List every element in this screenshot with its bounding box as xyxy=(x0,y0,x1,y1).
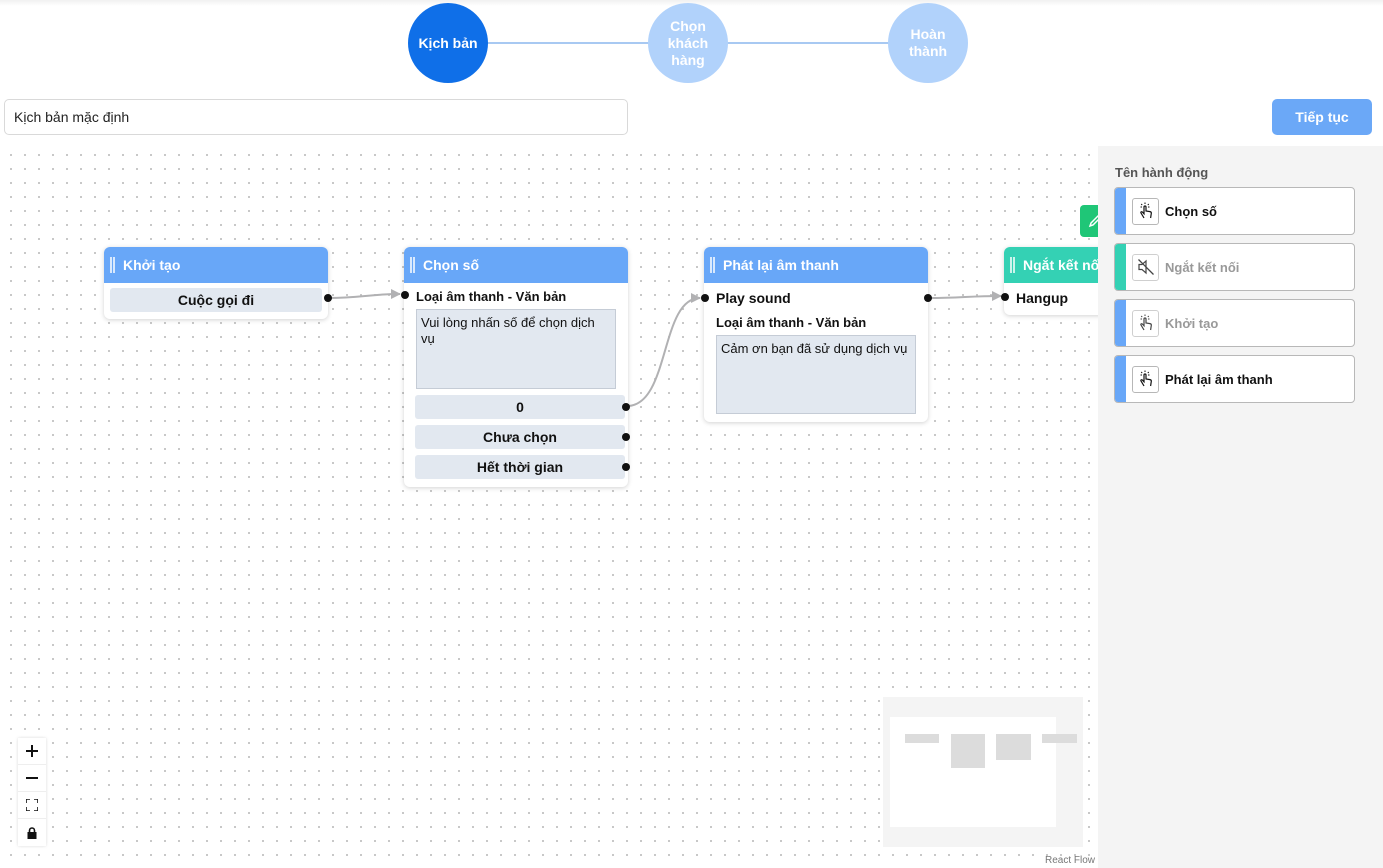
action-color-bar xyxy=(1115,188,1126,234)
minimap-node xyxy=(905,734,939,743)
step-label: Chọn khách hàng xyxy=(667,17,709,68)
source-handle[interactable] xyxy=(622,433,630,441)
plus-icon xyxy=(26,745,38,757)
continue-button[interactable]: Tiếp tục xyxy=(1272,99,1372,135)
script-name-input[interactable] xyxy=(4,99,628,135)
node-header[interactable]: Khởi tạo xyxy=(104,247,328,283)
mute-icon xyxy=(1132,253,1159,281)
action-choose-number[interactable]: Chọn số xyxy=(1114,187,1355,235)
step-choose-customer[interactable]: Chọn khách hàng xyxy=(648,3,728,83)
minimap-node xyxy=(1042,734,1077,743)
node-playback[interactable]: Phát lại âm thanh Play sound Loại âm tha… xyxy=(701,247,932,422)
target-handle[interactable] xyxy=(1001,293,1009,301)
audio-type-label: Loại âm thanh - Văn bản xyxy=(716,315,867,330)
lock-button[interactable] xyxy=(18,819,46,846)
drag-handle-icon[interactable] xyxy=(410,257,415,273)
node-header[interactable]: Phát lại âm thanh xyxy=(704,247,928,283)
actions-panel: Tên hành động Chọn số Ngắt kết nối Khởi … xyxy=(1098,146,1383,868)
playback-text-box[interactable]: Cảm ơn bạn đã sử dụng dịch vụ xyxy=(716,335,916,414)
node-output-item: Cuộc gọi đi xyxy=(110,288,322,312)
action-label: Chọn số xyxy=(1165,203,1217,219)
edge-option0-to-playback xyxy=(626,293,701,407)
node-choose-number[interactable]: Chọn số Loại âm thanh - Văn bản Vui lòng… xyxy=(401,247,630,487)
step-connector xyxy=(726,42,890,44)
node-header[interactable]: Ngắt kết nối xyxy=(1004,247,1098,283)
action-label: Phát lại âm thanh xyxy=(1165,371,1273,387)
step-label: Hoàn thành xyxy=(908,26,948,59)
step-connector xyxy=(486,42,650,44)
action-label: Ngắt kết nối xyxy=(1165,259,1240,275)
play-sound-label: Play sound xyxy=(716,290,791,306)
minimap-node xyxy=(996,734,1031,760)
step-label: Kịch bản xyxy=(418,34,478,51)
node-hangup[interactable]: Ngắt kết nối Hangup xyxy=(1001,247,1098,315)
fit-view-icon xyxy=(26,799,38,811)
step-script[interactable]: Kịch bản xyxy=(408,3,488,83)
action-start[interactable]: Khởi tạo xyxy=(1114,299,1355,347)
node-header[interactable]: Chọn số xyxy=(404,247,628,283)
minimap-node xyxy=(951,734,985,768)
lock-icon xyxy=(27,826,37,839)
hand-pointer-icon xyxy=(1132,365,1159,393)
source-handle[interactable] xyxy=(622,463,630,471)
drag-handle-icon[interactable] xyxy=(1010,257,1015,273)
node-title: Phát lại âm thanh xyxy=(723,257,839,273)
minus-icon xyxy=(26,777,38,779)
node-start[interactable]: Khởi tạo Cuộc gọi đi xyxy=(104,247,332,319)
action-label: Khởi tạo xyxy=(1165,315,1219,331)
drag-handle-icon[interactable] xyxy=(710,257,715,273)
source-handle[interactable] xyxy=(324,294,332,302)
node-title: Ngắt kết nối xyxy=(1023,257,1098,273)
edge-start-to-choose xyxy=(327,289,401,300)
hand-pointer-icon xyxy=(1132,309,1159,337)
edges-layer xyxy=(327,289,1002,407)
source-handle[interactable] xyxy=(622,403,630,411)
node-title: Khởi tạo xyxy=(123,257,181,273)
action-hangup[interactable]: Ngắt kết nối xyxy=(1114,243,1355,291)
option-timeout: Hết thời gian xyxy=(415,455,625,479)
action-playback[interactable]: Phát lại âm thanh xyxy=(1114,355,1355,403)
fit-view-button[interactable] xyxy=(18,792,46,819)
option-not-chosen: Chưa chọn xyxy=(415,425,625,449)
react-flow-attribution[interactable]: React Flow xyxy=(1044,855,1095,866)
action-color-bar xyxy=(1115,244,1126,290)
source-handle[interactable] xyxy=(924,294,932,302)
option-0: 0 xyxy=(415,395,625,419)
hangup-label: Hangup xyxy=(1016,290,1069,306)
minimap[interactable] xyxy=(883,697,1083,847)
zoom-out-button[interactable] xyxy=(18,765,46,792)
target-handle[interactable] xyxy=(401,291,409,299)
zoom-in-button[interactable] xyxy=(18,738,46,765)
edge-playback-to-hangup xyxy=(928,291,1002,302)
flow-controls xyxy=(18,738,46,846)
node-title: Chọn số xyxy=(423,257,479,273)
flow-canvas[interactable]: Khởi tạo Cuộc gọi đi Chọn số Loại âm tha… xyxy=(0,146,1098,868)
step-complete[interactable]: Hoàn thành xyxy=(888,3,968,83)
action-color-bar xyxy=(1115,356,1126,402)
pencil-icon xyxy=(1088,214,1098,228)
prompt-text-box[interactable]: Vui lòng nhấn số để chọn dịch vụ xyxy=(416,309,616,389)
audio-type-label: Loại âm thanh - Văn bản xyxy=(416,289,567,304)
action-color-bar xyxy=(1115,300,1126,346)
hand-pointer-icon xyxy=(1132,197,1159,225)
edit-node-button[interactable] xyxy=(1080,205,1098,237)
panel-title: Tên hành động xyxy=(1115,165,1209,180)
drag-handle-icon[interactable] xyxy=(110,257,115,273)
target-handle[interactable] xyxy=(701,294,709,302)
